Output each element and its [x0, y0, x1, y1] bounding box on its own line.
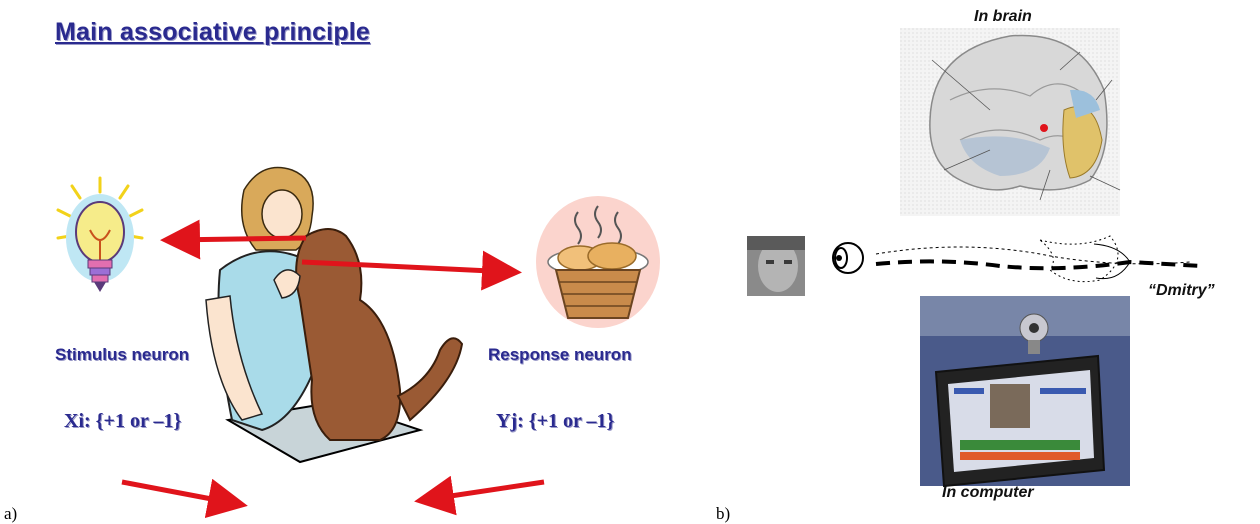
panel-b-letter: b)	[716, 504, 731, 523]
in-brain-caption: In brain	[974, 8, 1032, 25]
neural-pathway	[875, 235, 1203, 283]
eye-icon	[832, 242, 864, 274]
stimulus-value-label: Xi: {+1 or –1}	[64, 410, 182, 432]
in-computer-caption: In computer	[942, 484, 1034, 501]
lightbulb-icon	[56, 176, 144, 292]
response-value-label: Yj: {+1 or –1}	[496, 410, 615, 432]
dmitry-caption: “Dmitry”	[1148, 282, 1215, 299]
stimulus-neuron-label: Stimulus neuron	[55, 345, 190, 364]
panel-a-title: Main associative principle	[55, 18, 371, 46]
face-photo	[747, 236, 805, 296]
laptop-webcam-photo	[920, 296, 1130, 488]
bread-basket-icon	[536, 196, 660, 328]
woman-with-dog-illustration	[205, 166, 464, 464]
brain-anatomy-diagram	[900, 28, 1121, 216]
panel-a-letter: a)	[4, 504, 18, 523]
response-neuron-label: Response neuron	[488, 345, 632, 364]
association-arrows	[121, 219, 545, 519]
